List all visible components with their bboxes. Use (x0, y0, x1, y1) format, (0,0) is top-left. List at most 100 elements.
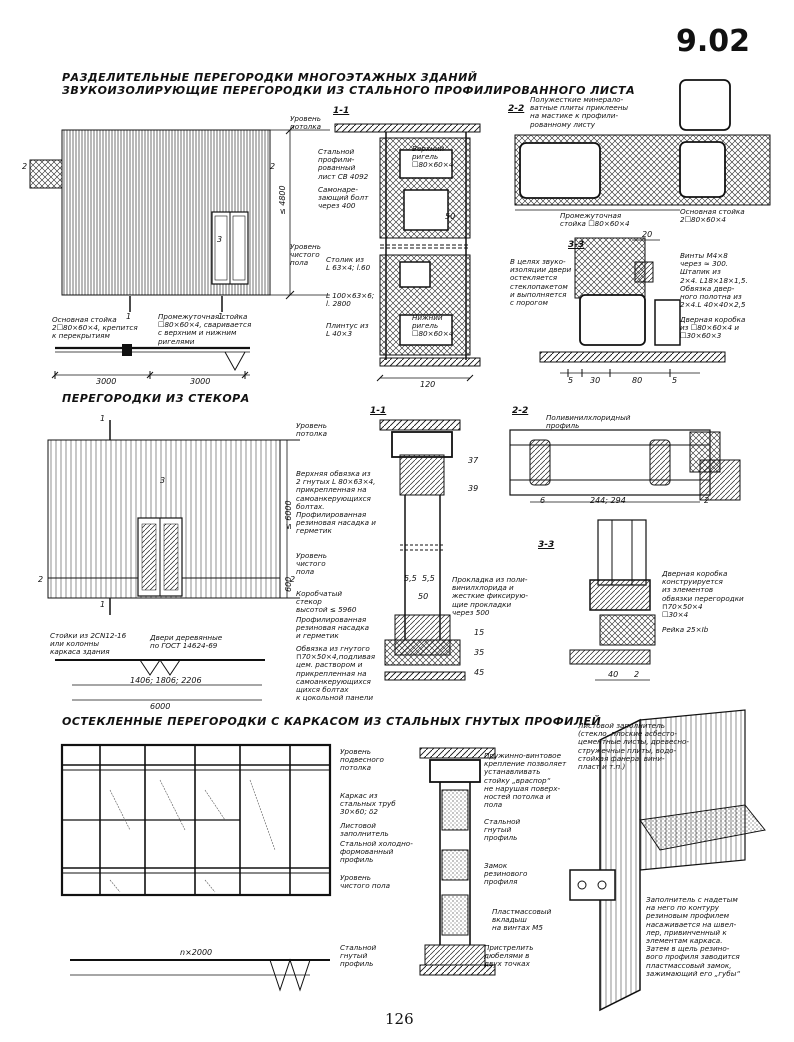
s2-dim-5-5a: 5,5 (404, 574, 417, 583)
s1-mineral-plates: Полужесткие минерало- ватные плиты прикл… (530, 95, 629, 129)
s2-dim-6: 6 (540, 496, 546, 505)
s1-dim-50: 50 (445, 212, 456, 221)
s1-elevation (29, 125, 330, 379)
s1-screws: Винты М4×8 через ≈ 300. Штапик из 2×4. L… (680, 251, 748, 310)
s1-height: ≤ 4800 (278, 185, 287, 215)
s1-section-3-3 (539, 237, 726, 377)
s2-pvc: Поливинилхлоридный профиль (546, 413, 631, 431)
s2-floor-level: Уровень чистого пола (296, 551, 327, 577)
s1-mid-post: Промежуточная стойка ☐80×60×4, сваривает… (158, 312, 252, 346)
s2-posts: Стойки из 2СN12-16 или колонны каркаса з… (50, 631, 127, 657)
s2-section-1-1 (379, 419, 466, 681)
s1-door-note: В целях звуко- изоляции двери остекляетс… (510, 257, 572, 308)
s3-filler-note: Заполнитель с надетым на него по контуру… (646, 895, 741, 978)
s1-bottom-rail: Нижний ригель ☐80×60×4 (412, 313, 454, 339)
s2-rubber: Профилированная резиновая насадка и герм… (296, 615, 369, 641)
s2-dim-50: 50 (418, 592, 429, 601)
s1-mark-3: 3 (217, 235, 223, 244)
s1-dim-80: 80 (632, 376, 643, 385)
s1-title-line1: РАЗДЕЛИТЕЛЬНЫЕ ПЕРЕГОРОДКИ МНОГОЭТАЖНЫХ … (62, 71, 478, 84)
s3-floor-level: Уровень чистого пола (340, 873, 391, 891)
s2-section-3-3 (569, 519, 656, 681)
s2-mark-1a: 1 (100, 414, 106, 423)
s1-main-post-2: Основная стойка 2☐80×60×4 (680, 207, 745, 225)
s1-dim-20: 20 (642, 230, 653, 239)
s1-floor-level: Уровень чистого пола (290, 242, 321, 268)
s2-doors: Двери деревянные по ГОСТ 14624-69 (150, 633, 223, 651)
s2-stekor: Коробчатый стекор высотой ≤ 5960 (296, 589, 357, 615)
s2-elevation (47, 420, 300, 701)
s3-vertical-section (419, 747, 496, 976)
s1-dim-120: 120 (420, 380, 436, 389)
s2-ceiling-level: Уровень потолка (296, 421, 328, 439)
s3-steel-bent: Стальной гнутый профиль (484, 817, 521, 843)
s3-cold-profile: Стальной холодно- формованный профиль (340, 839, 413, 865)
s2-gasket: Прокладка из поли- винилхлорида и жестки… (452, 575, 528, 617)
s3-dowels: Пристрелить дюбелями в двух точках (484, 943, 534, 969)
s1-angle: L 100×63×6; l. 2800 (326, 291, 375, 309)
s2-mark-2a: 2 (38, 575, 44, 584)
s2-mark-2b: 2 (290, 575, 296, 584)
s3-dim-n2000: n×2000 (180, 948, 213, 957)
s1-dim-3000b: 3000 (190, 377, 211, 386)
s1-sec-1-1: 1-1 (333, 106, 350, 116)
s2-section-2-2 (509, 429, 741, 503)
s2-dim-244: 244; 294 (590, 496, 626, 505)
s2-bottom-frame: Обвязка из гнутого ⊓70×50×4,подливая цем… (296, 644, 376, 703)
s2-dim-5-5b: 5,5 (422, 574, 435, 583)
s3-lock: Замок резинового профиля (484, 861, 528, 887)
s3-plastic-strip: Пластмассовый вкладыш на винтах М5 (492, 907, 552, 933)
s1-mid-post-2: Промежуточная стойка ☐80×60×4 (560, 211, 630, 229)
s3-steel-bent-2: Стальной гнутый профиль (340, 943, 377, 969)
s1-mark-2-right: 2 (270, 162, 276, 171)
s1-section-2-2 (514, 79, 771, 211)
s3-sheet-fill-2: Листовой заполнитель (стекло, плоские ас… (578, 721, 690, 772)
s1-dim-5a: 5 (568, 376, 574, 385)
s2-dim-35: 35 (474, 648, 485, 657)
s1-title-line2: ЗВУКОИЗОЛИРУЮЩИЕ ПЕРЕГОРОДКИ ИЗ СТАЛЬНОГ… (62, 84, 636, 97)
s3-spring: Пружинно-винтовое крепление позволяет ус… (484, 751, 567, 810)
sheet-number: 9.02 (676, 24, 751, 59)
s2-sec-1-1: 1-1 (370, 406, 387, 416)
s1-mark-1a: 1 (126, 312, 132, 321)
s1-mark-1b: 1 (218, 312, 224, 321)
s1-main-post: Основная стойка 2☐80×60×4, крепится к пе… (52, 315, 138, 341)
s2-title: ПЕРЕГОРОДКИ ИЗ СТЕКОРА (62, 392, 250, 405)
s2-height: ≤ 6000 (284, 500, 293, 530)
s2-sec-2-2: 2-2 (512, 406, 529, 416)
s2-dims-row: 1406; 1806; 2206 (130, 676, 202, 685)
s3-isometric-node (569, 709, 766, 1012)
s1-ceiling-level: Уровень потолка (290, 114, 322, 132)
s1-self-tap: Самонаре- зающий болт через 400 (318, 185, 369, 211)
page-number: 126 (385, 1010, 414, 1028)
s2-dim-15: 15 (474, 628, 485, 637)
s2-dim-37: 37 (468, 456, 479, 465)
s2-top-frame: Верхняя обвязка из 2 гнутых L 80×63×4, п… (296, 469, 376, 536)
s2-door-box: Дверная коробка конструируется из элемен… (662, 569, 744, 620)
s2-mark-1b: 1 (100, 600, 106, 609)
s1-dim-5b: 5 (672, 376, 678, 385)
s1-dim-3000a: 3000 (96, 377, 117, 386)
s1-sec-3-3: 3-3 (568, 240, 585, 250)
s3-frame: Каркас из стальных труб 30×60; δ2 (340, 791, 396, 817)
s2-dim-2b: 2 (634, 670, 640, 679)
s2-sec-3-3: 3-3 (538, 540, 555, 550)
s3-sheet-fill: Листовой заполнитель (340, 821, 389, 839)
s2-dim-45: 45 (474, 668, 485, 677)
s2-dim-39: 39 (468, 484, 479, 493)
s1-sec-2-2: 2-2 (508, 104, 525, 114)
s2-mark-3: 3 (160, 476, 166, 485)
s1-door-box: Дверная коробка из ☐80×60×4 и ☐30×60×3 (680, 315, 746, 341)
s1-top-rail: Верхний ригель ☐80×60×4 (412, 144, 454, 170)
s2-dim-40: 40 (608, 670, 619, 679)
s3-susp-ceiling: Уровень подвесного потолка (340, 747, 384, 773)
s2-rail: Рейка 25×Ib (662, 625, 709, 634)
s1-section-1-1 (334, 123, 481, 382)
s2-dim-2: 2 (704, 496, 710, 505)
s3-title: ОСТЕКЛЕННЫЕ ПЕРЕГОРОДКИ С КАРКАСОМ ИЗ СТ… (62, 715, 602, 728)
s1-dim-30: 30 (590, 376, 601, 385)
s1-steel-sheet: Стальной профили- рованный лист СВ 4092 (318, 147, 369, 181)
s3-elevation (60, 743, 332, 992)
s1-mark-2-left: 2 (22, 162, 28, 171)
